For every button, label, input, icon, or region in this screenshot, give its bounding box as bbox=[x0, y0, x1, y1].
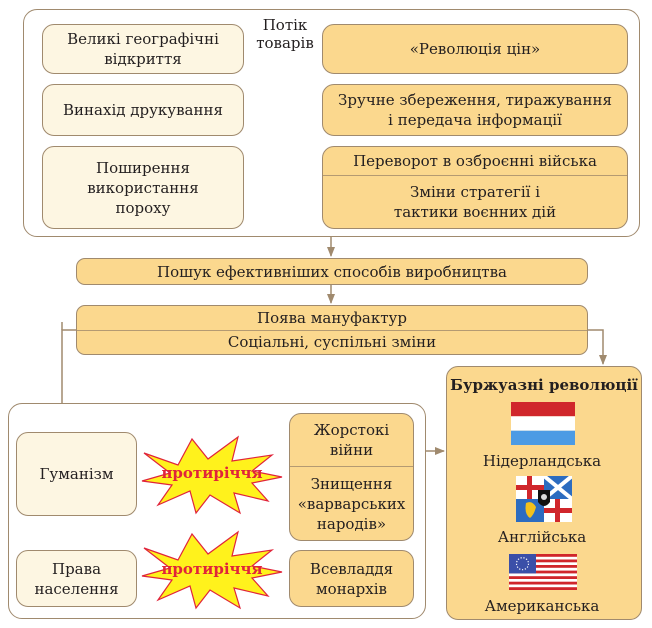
cause-text: Великі географічні відкриття bbox=[67, 30, 219, 68]
manufactures-box: Поява мануфактур Соціальні, суспільні зм… bbox=[76, 305, 588, 355]
wars-box: Жорстокі війни Знищення «варварських нар… bbox=[289, 413, 414, 541]
monarchs-box: Всевладдя монархів bbox=[289, 550, 414, 607]
flow-label: Потік товарів bbox=[256, 16, 314, 52]
humanism-text: Гуманізм bbox=[39, 465, 114, 483]
cause-text: Винахід друкування bbox=[63, 101, 223, 119]
revolution-america: Американська bbox=[484, 597, 600, 615]
rights-box: Права населення bbox=[16, 550, 137, 607]
cause-text: Поширення використання пороху bbox=[87, 158, 199, 217]
cruel-wars-text: Жорстокі війни bbox=[313, 421, 390, 459]
revolutions-title: Буржуазні революції bbox=[450, 376, 638, 394]
search-box: Пошук ефективніших способів виробництва bbox=[76, 258, 588, 285]
english-commonwealth-flag bbox=[516, 476, 572, 522]
arrow-right-branch bbox=[588, 329, 607, 365]
contradiction-label-2: протиріччя bbox=[161, 560, 263, 578]
revolution-england: Англійська bbox=[497, 528, 587, 546]
cause-box-discoveries: Великі географічні відкриття bbox=[42, 24, 244, 74]
cause-box-gunpowder: Поширення використання пороху bbox=[42, 146, 244, 229]
contradiction-label-1: протиріччя bbox=[161, 464, 263, 482]
netherlands-flag bbox=[511, 402, 575, 445]
monarchs-text: Всевладдя монархів bbox=[309, 559, 394, 598]
effect-box-information: Зручне збереження, тиражування і передач… bbox=[322, 84, 628, 136]
contradiction-star-2 bbox=[141, 530, 283, 610]
cause-box-printing: Винахід друкування bbox=[42, 84, 244, 136]
rights-text: Права населення bbox=[34, 559, 119, 598]
effect-text: «Революція цін» bbox=[409, 40, 541, 58]
effect-box-price-revolution: «Революція цін» bbox=[322, 24, 628, 74]
humanism-box: Гуманізм bbox=[16, 432, 137, 516]
destruction-text: Знищення «варварських народів» bbox=[290, 466, 413, 540]
manufactures-text: Поява мануфактур bbox=[257, 308, 407, 327]
social-changes-text: Соціальні, суспільні зміни bbox=[77, 329, 587, 355]
us-flag bbox=[509, 554, 577, 590]
contradiction-star-1 bbox=[141, 435, 283, 515]
effect-box-military: Переворот в озброєнні війська Зміни стра… bbox=[322, 146, 628, 229]
search-text: Пошук ефективніших способів виробництва bbox=[157, 262, 507, 281]
effect-text: Зручне збереження, тиражування і передач… bbox=[338, 91, 612, 129]
effect-part-strategy: Зміни стратегії і тактики воєнних дій bbox=[323, 175, 627, 228]
revolution-netherlands: Нідерландська bbox=[482, 452, 602, 470]
effect-part-weapons: Переворот в озброєнні війська bbox=[353, 152, 597, 170]
